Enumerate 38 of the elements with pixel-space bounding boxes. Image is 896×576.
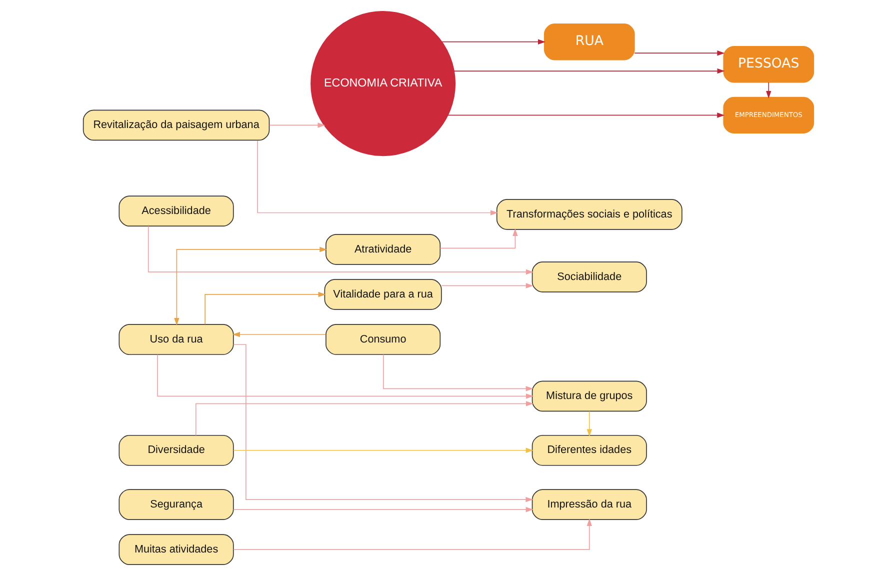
node-box: Consumo: [325, 324, 440, 355]
arrow: [268, 122, 325, 128]
arrow: [256, 140, 498, 216]
arrow: [232, 332, 326, 338]
node-box: Muitas atividades: [118, 534, 234, 565]
arrow: [232, 518, 592, 550]
node-box: Uso da rua: [118, 324, 234, 355]
node-box: Revitalização da paisagem urbana: [82, 110, 270, 141]
node-box: Atratividade: [325, 234, 440, 265]
node-box: Acessibilidade: [118, 196, 234, 227]
arrow: [440, 39, 545, 44]
arrow: [382, 354, 533, 392]
arrow: [147, 226, 533, 275]
node-circle: ECONOMIA CRIATIVA: [310, 11, 456, 156]
arrow: [586, 410, 592, 437]
arrow: [232, 506, 533, 512]
arrow: [232, 448, 533, 453]
node-box: Sociabilidade: [531, 262, 646, 292]
arrow: [174, 246, 327, 326]
arrow: [447, 112, 724, 118]
arrow: [766, 82, 771, 98]
node-box: Diferentes idades: [531, 434, 646, 466]
node-box: Segurança: [118, 489, 234, 520]
node-box: PESSOAS: [722, 46, 814, 83]
arrow: [156, 354, 534, 399]
node-box: Mistura de grupos: [531, 380, 646, 412]
node-box: Diversidade: [118, 434, 234, 466]
arrow: [439, 228, 518, 249]
node-box: Vitalidade para a rua: [324, 279, 442, 310]
arrow: [440, 283, 533, 288]
arrow: [232, 344, 533, 502]
arrow: [194, 401, 533, 436]
node-box: RUA: [543, 24, 634, 60]
arrow: [634, 50, 724, 56]
node-box: Transformações sociais e políticas: [496, 199, 682, 230]
arrow: [453, 68, 724, 74]
arrow: [204, 292, 326, 325]
node-box: Impressão da rua: [531, 489, 646, 520]
